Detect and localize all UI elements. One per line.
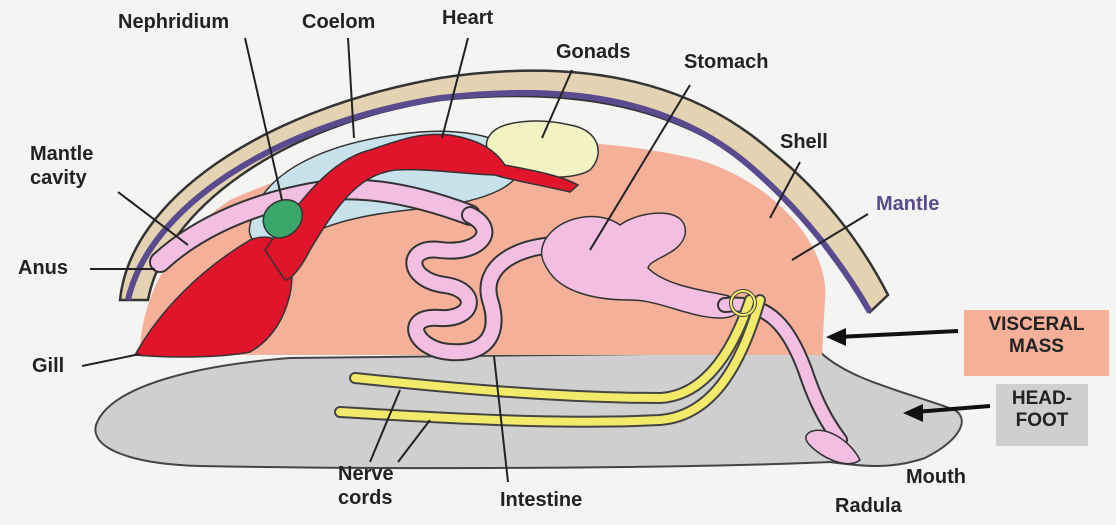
label-mantle-cavity: Mantle cavity [30, 142, 93, 190]
label-shell: Shell [780, 130, 828, 154]
label-nerve-cords: Nerve cords [338, 462, 394, 510]
label-radula: Radula [835, 494, 902, 518]
visceral-mass-label: VISCERAL MASS [964, 310, 1109, 376]
leader-gill [82, 354, 140, 366]
label-intestine: Intestine [500, 488, 582, 512]
leader-nephridium [245, 38, 282, 200]
head-foot-label: HEAD- FOOT [996, 384, 1088, 446]
label-mouth: Mouth [906, 465, 966, 489]
label-mantle: Mantle [876, 192, 939, 216]
label-nephridium: Nephridium [118, 10, 229, 34]
label-gonads: Gonads [556, 40, 630, 64]
label-coelom: Coelom [302, 10, 375, 34]
label-heart: Heart [442, 6, 493, 30]
label-anus: Anus [18, 256, 68, 280]
label-gill: Gill [32, 354, 64, 378]
label-stomach: Stomach [684, 50, 768, 74]
